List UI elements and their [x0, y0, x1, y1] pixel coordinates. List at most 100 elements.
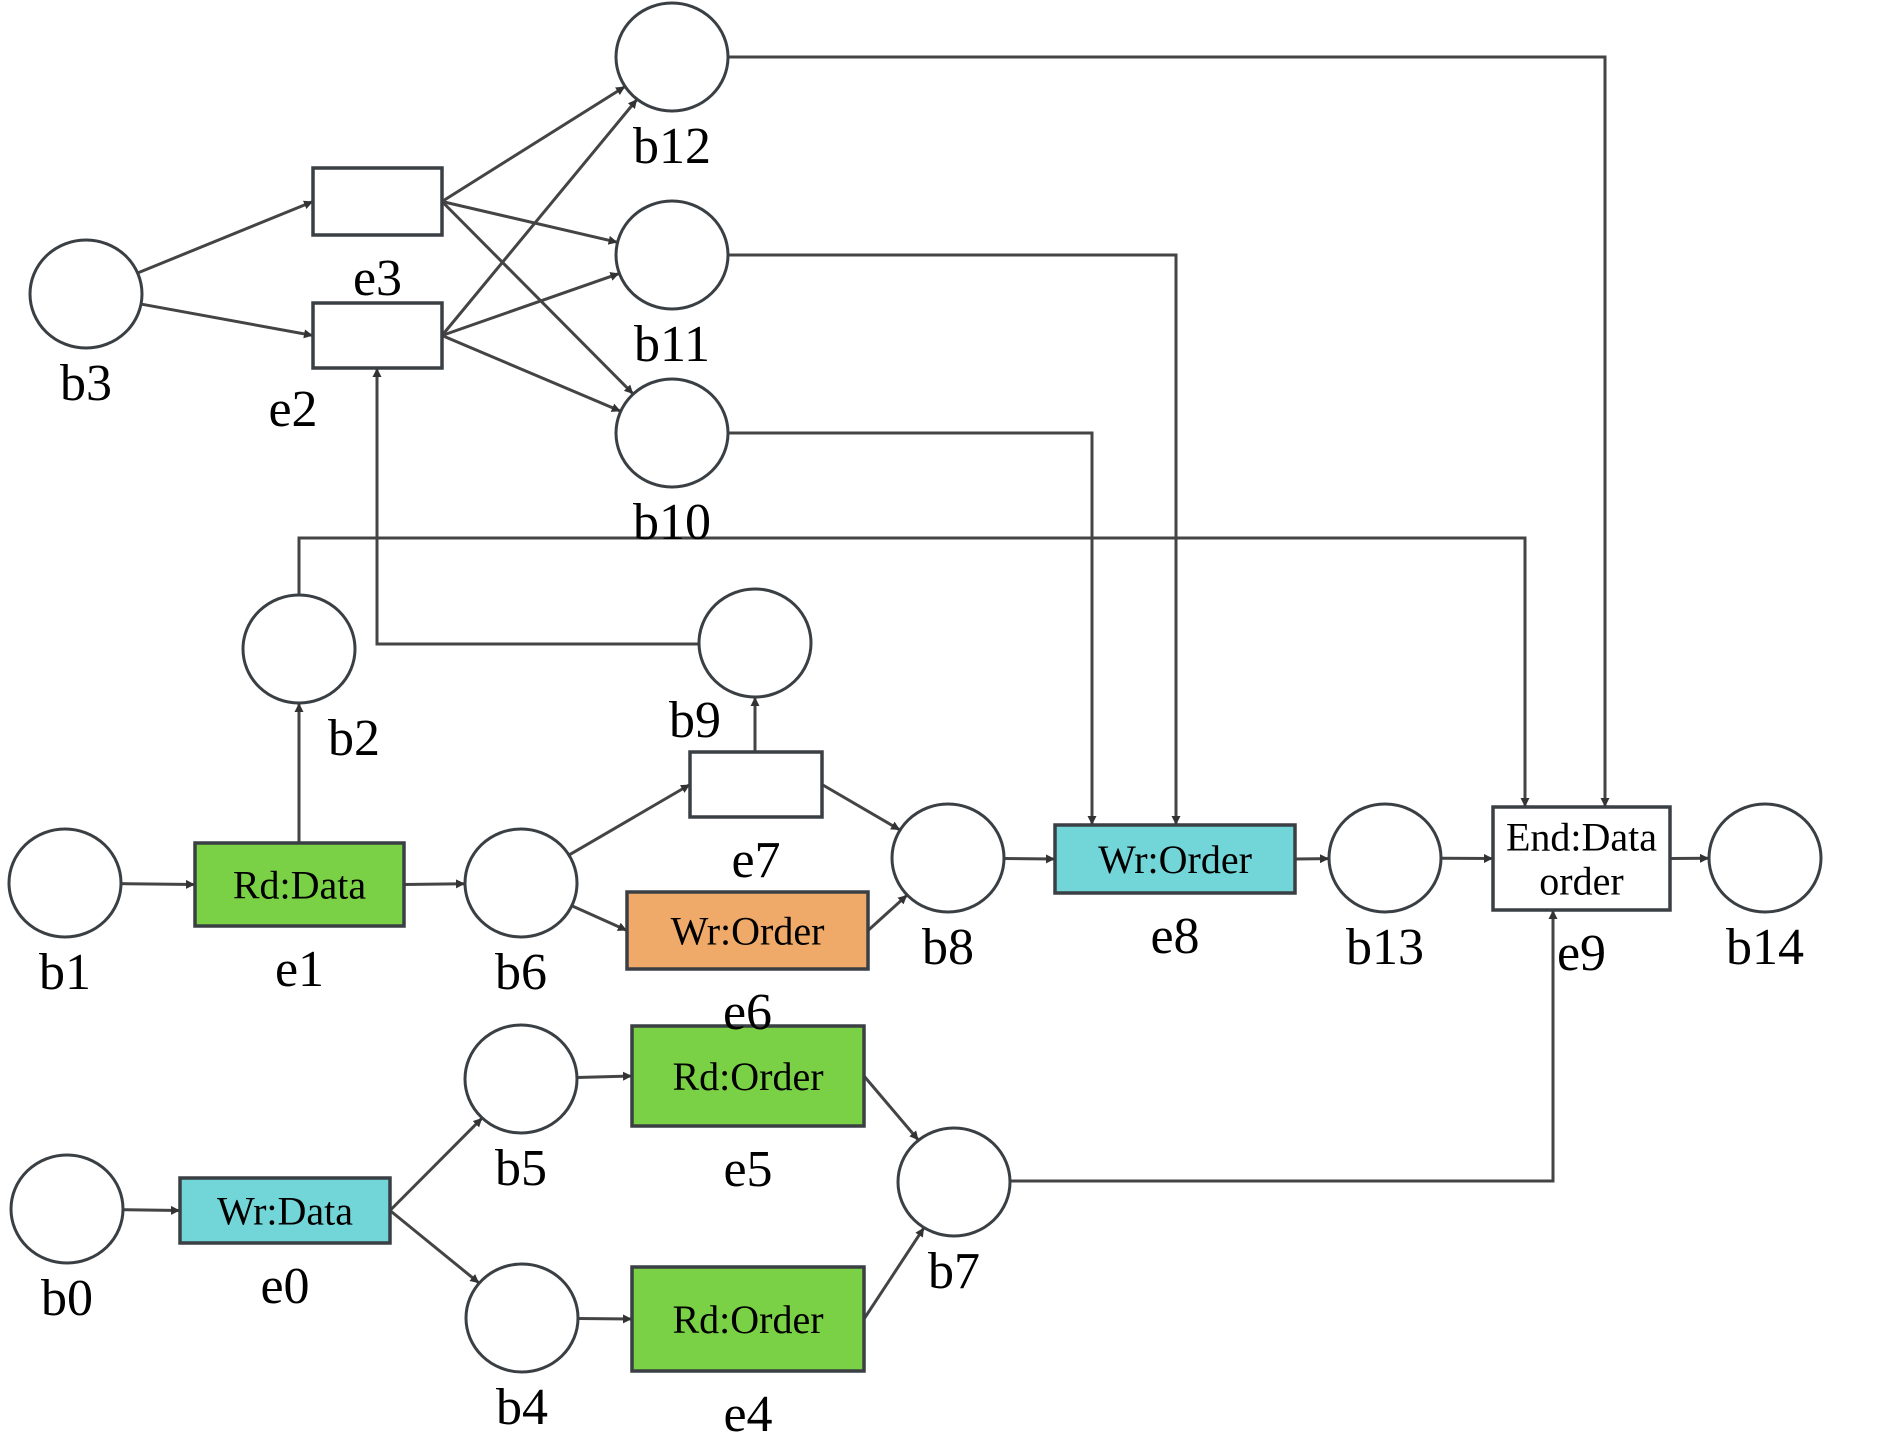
- arc-e0-b4: [389, 1209, 481, 1285]
- transition-text: order: [1539, 859, 1623, 904]
- place-label: b2: [328, 710, 380, 767]
- place-b3: b3: [28, 238, 144, 412]
- arc-e3-b10: [440, 200, 635, 396]
- arc-b9-e2: [372, 368, 699, 646]
- transition-text: Rd:Order: [672, 1054, 823, 1099]
- place-label: b4: [496, 1379, 548, 1436]
- place-b2: b2: [241, 593, 380, 767]
- transition-box: [1491, 805, 1672, 912]
- transition-label: e3: [353, 250, 402, 307]
- place-label: b1: [39, 944, 91, 1001]
- place-b13: b13: [1327, 802, 1443, 976]
- arc-b6-e7: [568, 783, 691, 857]
- transition-box: [688, 750, 824, 819]
- place-circle: [614, 1, 730, 113]
- arc-b3-e3: [137, 200, 314, 275]
- place-circle: [614, 377, 730, 489]
- arc-b6-e6: [571, 904, 628, 932]
- place-circle: [9, 1153, 125, 1265]
- arc-e4-b7: [862, 1226, 926, 1320]
- place-circle: [896, 1126, 1012, 1238]
- place-b4: b4: [464, 1262, 580, 1436]
- transition-label: e5: [723, 1141, 772, 1198]
- place-circle: [614, 199, 730, 311]
- place-b8: b8: [890, 802, 1006, 976]
- arc-b2-e9: [297, 536, 1530, 807]
- transition-e3: e3: [311, 166, 444, 307]
- place-circle: [463, 827, 579, 939]
- place-b10: b10: [614, 377, 730, 551]
- transition-box: [630, 1024, 866, 1128]
- place-b5: b5: [463, 1023, 579, 1197]
- transition-text: End:Data: [1506, 815, 1657, 860]
- arc-e7-b8: [821, 783, 901, 832]
- place-circle: [1327, 802, 1443, 914]
- arc-e3-b11: [441, 200, 618, 245]
- arc-b5-e5: [576, 1071, 633, 1081]
- arc-b11-e8: [728, 253, 1181, 825]
- transition-label: e2: [268, 381, 317, 438]
- arc-e6-b8: [866, 893, 909, 932]
- arc-e3-b12: [441, 85, 626, 203]
- place-circle: [464, 1262, 580, 1374]
- transition-e4: Rd:Order e4: [630, 1265, 866, 1442]
- transition-box: [311, 301, 444, 370]
- arc-b1-e1: [120, 879, 196, 889]
- place-circle: [28, 238, 144, 350]
- place-label: b11: [634, 316, 710, 373]
- place-b1: b1: [7, 827, 123, 1001]
- place-circle: [7, 827, 123, 939]
- transition-box: [178, 1176, 392, 1245]
- place-circle: [241, 593, 357, 705]
- transition-box: [1053, 823, 1297, 895]
- transition-e1: Rd:Data e1: [193, 841, 406, 998]
- transition-e6: Wr:Order e6: [625, 890, 870, 1041]
- arc-e2-b11: [441, 272, 620, 337]
- transition-label: e7: [731, 832, 780, 889]
- transition-text: Rd:Data: [233, 863, 367, 908]
- arc-b10-e8: [728, 431, 1097, 825]
- place-b14: b14: [1707, 802, 1823, 976]
- arc-e0-b5: [388, 1116, 484, 1212]
- arcs-layer: [120, 55, 1710, 1324]
- transition-text: Wr:Order: [671, 909, 825, 954]
- place-b6: b6: [463, 827, 579, 1001]
- transition-box: [311, 166, 444, 237]
- place-b12: b12: [614, 1, 730, 175]
- place-label: b10: [633, 494, 711, 551]
- transition-text: Rd:Order: [672, 1297, 823, 1342]
- arc-b7-e9: [1010, 910, 1558, 1183]
- transition-box: [630, 1265, 866, 1373]
- place-circle: [463, 1023, 579, 1135]
- transition-box: [193, 841, 406, 928]
- arc-b3-e2: [140, 302, 314, 339]
- transition-label: e9: [1557, 925, 1606, 982]
- nodes-layer: b0 b1 b2 b3 b4 b5 b6 b7 b8 b9 b10 b11 b12 b13 b14Wr:Da…: [7, 1, 1823, 1442]
- transition-text: Wr:Order: [1098, 837, 1252, 882]
- place-circle: [1707, 802, 1823, 914]
- place-label: b0: [41, 1270, 93, 1327]
- arc-b12-e9: [728, 55, 1610, 807]
- arc-b0-e0: [122, 1205, 181, 1215]
- arc-e2-b10: [441, 334, 622, 413]
- place-label: b3: [60, 355, 112, 412]
- transition-label: e1: [275, 941, 324, 998]
- transition-text: Wr:Data: [217, 1189, 353, 1234]
- transition-label: e4: [723, 1386, 772, 1442]
- place-label: b5: [495, 1140, 547, 1197]
- place-label: b9: [669, 692, 721, 749]
- place-label: b7: [928, 1243, 980, 1300]
- transition-label: e6: [723, 984, 772, 1041]
- transition-e5: Rd:Order e5: [630, 1024, 866, 1198]
- place-label: b12: [633, 118, 711, 175]
- arc-e2-b12: [440, 98, 639, 337]
- transition-label: e8: [1150, 908, 1199, 965]
- transition-e8: Wr:Order e8: [1053, 823, 1297, 965]
- place-b11: b11: [614, 199, 730, 373]
- place-b7: b7: [896, 1126, 1012, 1300]
- transition-e7: e7: [688, 750, 824, 889]
- transition-box: [625, 890, 870, 971]
